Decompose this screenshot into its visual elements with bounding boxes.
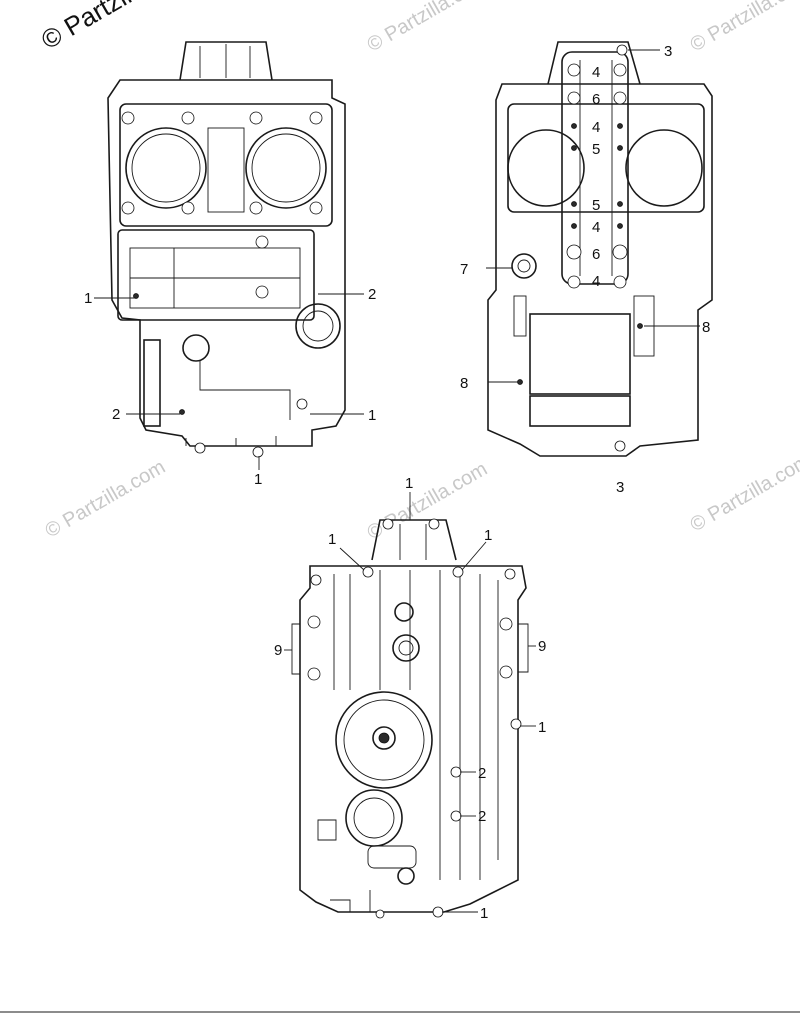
callout-label: 8 xyxy=(460,375,468,392)
callout-label: 1 xyxy=(480,905,488,922)
callout-label: 9 xyxy=(538,638,546,655)
crankcase-view-bearing: 3 4 6 4 5 5 4 6 4 7 8 8 3 xyxy=(460,41,713,496)
callout-label: 3 xyxy=(664,43,672,60)
callout-label: 1 xyxy=(84,290,92,307)
crankcase-view-upper: 1 2 2 1 1 xyxy=(84,41,376,488)
callout-label: 6 xyxy=(592,246,600,263)
callout-label: 1 xyxy=(484,527,492,544)
watermark-layer: © Partzilla © Partzilla.com © Partzilla.… xyxy=(36,0,800,544)
callout-label: 2 xyxy=(112,406,120,423)
watermark-faint: © Partzilla.com xyxy=(687,450,800,536)
callout-label: 1 xyxy=(254,471,262,488)
callout-label: 1 xyxy=(328,531,336,548)
callout-label: 7 xyxy=(460,261,468,278)
crankcase-view-lower: 1 1 1 9 9 1 2 2 1 xyxy=(274,475,546,922)
callout-label: 6 xyxy=(592,91,600,108)
callout-label: 4 xyxy=(592,119,600,136)
watermark-faint: © Partzilla.com xyxy=(364,0,492,56)
callout-label: 4 xyxy=(592,273,600,290)
callout-label: 5 xyxy=(592,141,600,158)
callout-label: 2 xyxy=(368,286,376,303)
callout-label: 2 xyxy=(478,808,486,825)
watermark-faint: © Partzilla.com xyxy=(364,458,492,544)
watermark-faint: © Partzilla.com xyxy=(687,0,800,56)
callout-label: 5 xyxy=(592,197,600,214)
watermark-main: © Partzilla xyxy=(36,0,154,55)
watermark-faint: © Partzilla.com xyxy=(42,456,170,542)
callout-label: 1 xyxy=(368,407,376,424)
callout-label: 1 xyxy=(538,719,546,736)
callout-label: 9 xyxy=(274,642,282,659)
callout-label: 4 xyxy=(592,64,600,81)
callout-label: 8 xyxy=(702,319,710,336)
callout-label: 2 xyxy=(478,765,486,782)
callout-label: 1 xyxy=(405,475,413,492)
callout-label: 4 xyxy=(592,219,600,236)
callout-label: 3 xyxy=(616,479,624,496)
